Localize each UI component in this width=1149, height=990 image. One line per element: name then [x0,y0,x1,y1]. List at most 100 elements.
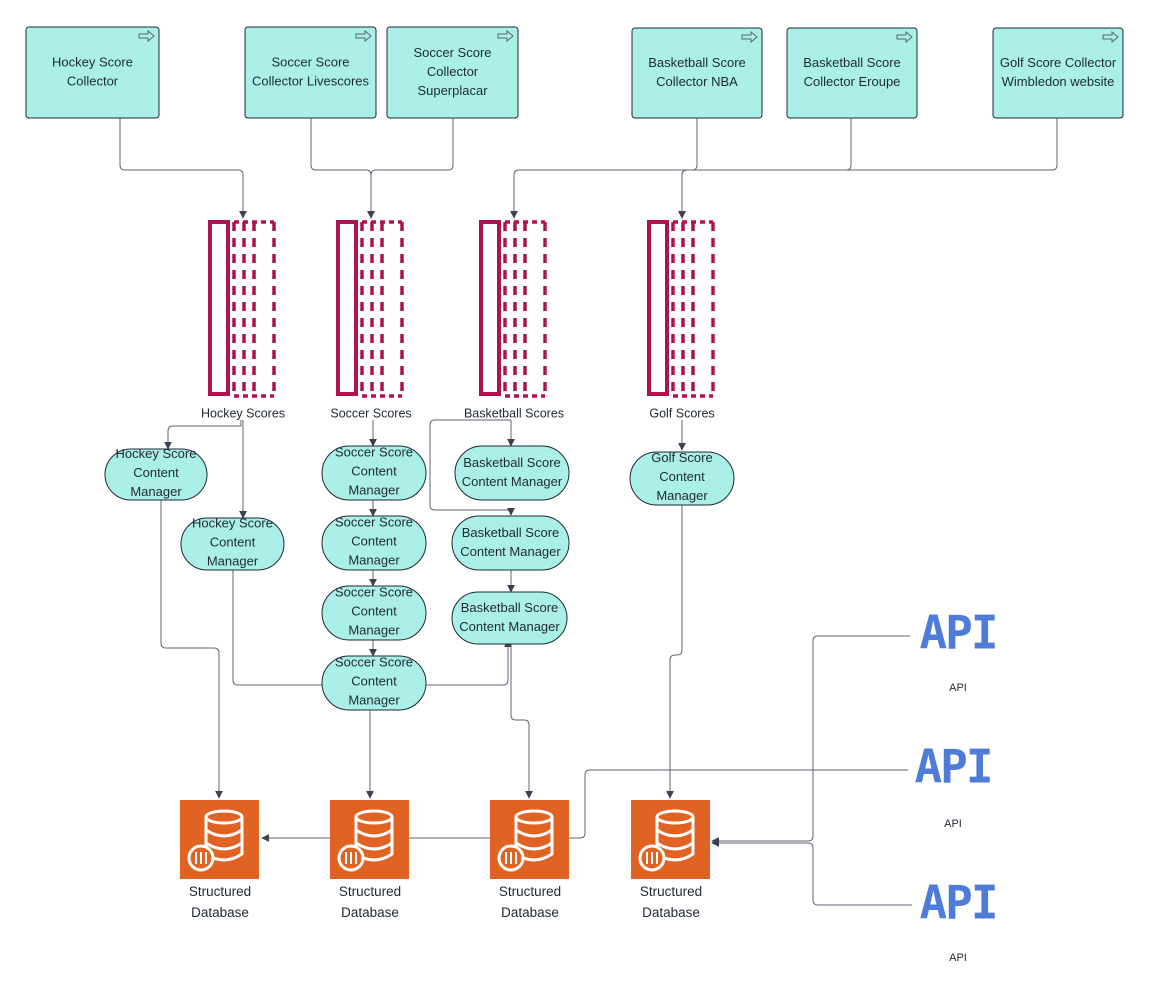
collector-box[interactable] [631,27,763,119]
api-logo-icon[interactable]: API [919,606,998,660]
database-icon [337,809,394,872]
database-label-line: Database [341,905,399,920]
content-manager-label-line: Content Manager [460,544,561,559]
database-node[interactable] [490,800,569,879]
content-manager-pill[interactable] [321,585,427,641]
database-node[interactable] [631,800,710,879]
content-manager-pill[interactable] [321,515,427,571]
queue-label: Basketball Scores [464,406,564,420]
connector-basketball-queue-route [429,419,515,516]
external-link-icon [741,30,758,44]
content-manager-label-line: Manager [348,482,400,497]
content-manager-pill[interactable] [321,655,427,711]
content-manager-pill[interactable] [454,445,570,501]
content-manager-label-line: Soccer Score [335,444,413,459]
collector-box[interactable] [386,26,519,119]
external-link-icon [355,29,372,43]
queue-icon [208,220,276,398]
content-manager-label-line: Manager [348,622,400,637]
database-node[interactable] [330,800,409,879]
content-manager-label-line: Manager [348,692,400,707]
database-icon [497,809,554,872]
collector-box[interactable] [244,26,377,119]
external-link-icon [896,30,913,44]
content-manager-label-line: Manager [348,552,400,567]
api-label: API [949,682,967,694]
content-manager-pill[interactable] [321,445,427,501]
connector-soccer-superplacar-to-queue [367,118,454,219]
queue-icon [479,220,547,398]
content-manager-label-line: Content Manager [459,619,560,634]
collector-box[interactable] [786,27,918,119]
connector-hockey-collector-to-queue [119,118,247,219]
database-label-line: Database [642,905,700,920]
content-manager-label-line: Soccer Score [335,584,413,599]
queue-icon [647,220,715,398]
content-manager-label-line: Soccer Score [335,654,413,669]
collector-box[interactable] [992,27,1124,119]
content-manager-label-line: Manager [656,488,708,503]
connector-basketball-nba-to-queue [510,118,698,219]
connector-api-3-to-db-4 [711,839,912,906]
api-logo-icon[interactable]: API [919,876,998,930]
database-label-line: Structured [640,884,702,899]
content-manager-label-line: Content Manager [462,474,563,489]
queue-label: Golf Scores [649,406,714,420]
collector-box[interactable] [25,26,160,119]
database-icon [187,809,244,872]
content-manager-label-line: Basketball Score [462,525,560,540]
content-manager-label-line: Basketball Score [461,600,559,615]
connector-api-1-to-db-4 [711,635,910,845]
collector-label-line: Soccer Score [413,45,491,60]
collector-label-line: Golf Score Collector [1000,55,1117,70]
database-node[interactable] [180,800,259,879]
api-node[interactable]: API API [919,606,998,694]
collector-label-line: Superplacar [417,83,488,98]
content-manager-label-line: Content [133,465,179,480]
content-manager-pill[interactable] [451,515,570,571]
content-manager-pill[interactable] [180,517,285,571]
content-manager-pill[interactable] [451,591,568,645]
queue-solid-segment [479,220,501,396]
api-logo-icon[interactable]: API [914,740,993,794]
content-manager-pill[interactable] [629,451,735,506]
database-label-line: Structured [499,884,561,899]
content-manager-pill[interactable] [104,448,208,501]
database-label-line: Database [501,905,559,920]
collector-label-line: Basketball Score [648,55,746,70]
content-manager-label-line: Hockey Score [116,446,197,461]
content-manager-label-line: Content [210,534,256,549]
queue-label: Hockey Scores [201,406,285,420]
collector-label-line: Collector NBA [656,74,738,89]
